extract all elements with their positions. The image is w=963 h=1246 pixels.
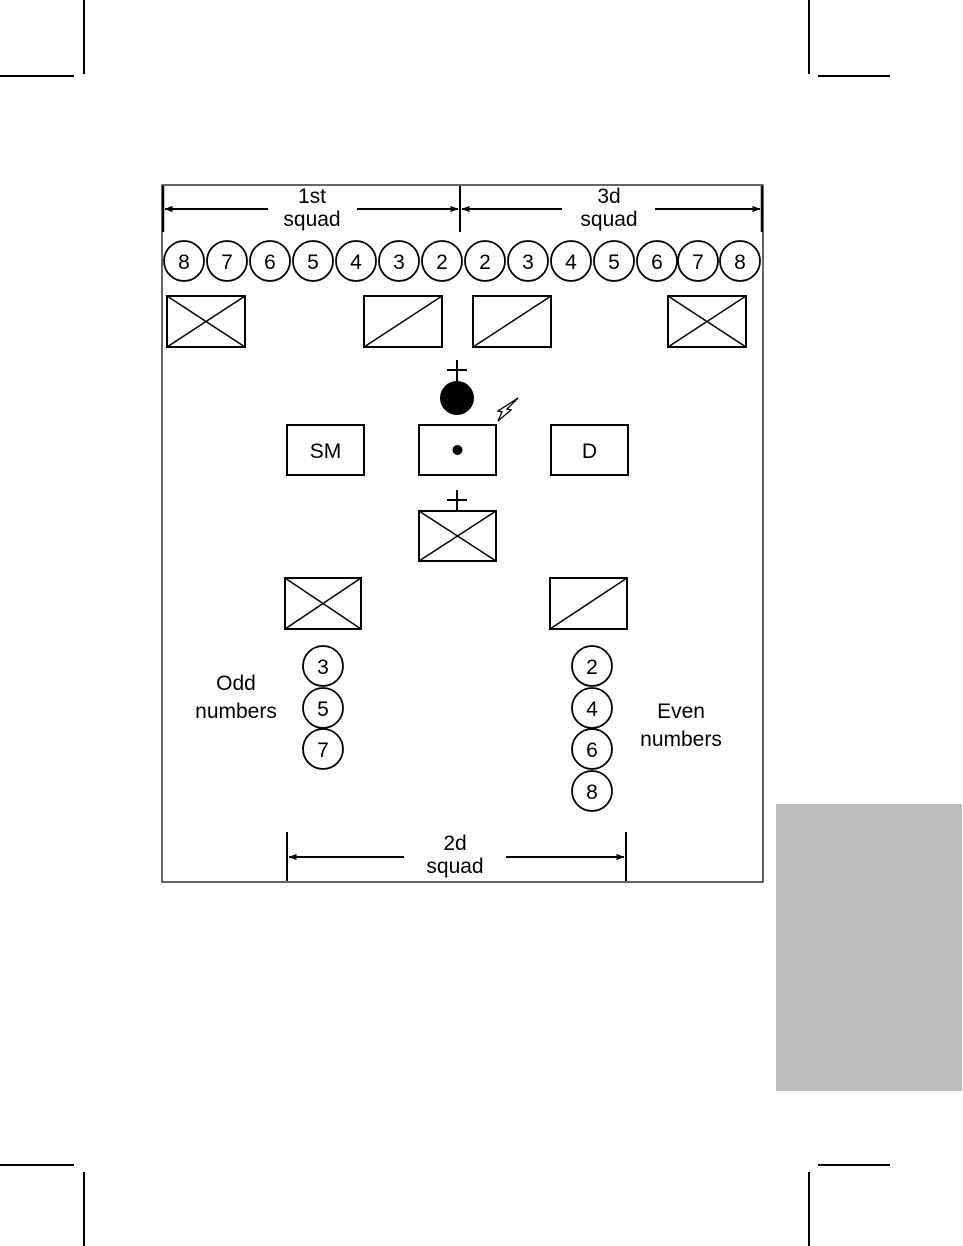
top-row-circle: 8 xyxy=(163,240,205,282)
svg-text:3: 3 xyxy=(393,251,405,274)
vehicle-cross-symbol xyxy=(166,295,246,348)
first-squad-span: 1st squad xyxy=(161,185,461,232)
svg-text:8: 8 xyxy=(178,251,190,274)
svg-text:5: 5 xyxy=(608,251,620,274)
odd-number-circle: 5 xyxy=(302,687,344,729)
svg-text:3: 3 xyxy=(522,251,534,274)
top-row-circle: 5 xyxy=(292,240,334,282)
d-label: D xyxy=(582,440,597,463)
even-numbers-column: 2 4 6 8 xyxy=(571,645,613,812)
svg-text:8: 8 xyxy=(586,781,598,804)
top-row-circle: 8 xyxy=(719,240,761,282)
svg-text:3: 3 xyxy=(317,656,329,679)
vehicle-cross-symbol xyxy=(667,295,747,348)
third-squad-label-line2: squad xyxy=(580,208,637,231)
top-row-circle: 3 xyxy=(378,240,420,282)
crop-mark-top-left-h xyxy=(0,75,74,77)
vehicle-slash-symbol xyxy=(363,295,443,348)
odd-numbers-column: 3 5 7 xyxy=(302,645,344,770)
vehicle-slash-symbol xyxy=(549,577,628,630)
svg-text:4: 4 xyxy=(586,698,598,721)
top-row-circle: 2 xyxy=(421,240,463,282)
svg-text:6: 6 xyxy=(586,739,598,762)
sm-label: SM xyxy=(310,440,342,463)
top-row-circle: 4 xyxy=(335,240,377,282)
svg-text:5: 5 xyxy=(307,251,319,274)
vehicle-cross-symbol xyxy=(284,577,362,630)
svg-text:7: 7 xyxy=(221,251,233,274)
crop-mark-bottom-right-h xyxy=(818,1164,890,1166)
center-vehicle-with-cross xyxy=(418,490,497,562)
radio-lightning-icon xyxy=(496,397,519,422)
even-numbers-label-line2: numbers xyxy=(640,728,722,751)
even-number-circle: 8 xyxy=(571,770,613,812)
second-squad-span: 2d squad xyxy=(286,832,627,881)
second-squad-label-line1: 2d xyxy=(443,832,466,855)
top-row-circle: 3 xyxy=(507,240,549,282)
crop-mark-bottom-right-v xyxy=(808,1172,810,1246)
svg-text:2: 2 xyxy=(436,251,448,274)
vehicle-slash-symbol xyxy=(472,295,552,348)
second-squad-label-line2: squad xyxy=(426,855,483,878)
even-numbers-label-line1: Even xyxy=(657,700,705,723)
sm-box: SM xyxy=(286,424,365,476)
odd-numbers-label-line2: numbers xyxy=(195,700,277,723)
diagram-frame xyxy=(161,184,764,883)
even-number-circle: 4 xyxy=(571,687,613,729)
d-box: D xyxy=(550,424,629,476)
even-number-circle: 6 xyxy=(571,728,613,770)
svg-text:7: 7 xyxy=(317,739,329,762)
svg-text:5: 5 xyxy=(317,698,329,721)
crop-mark-bottom-left-h xyxy=(0,1164,74,1166)
crop-mark-top-right-h xyxy=(818,75,890,77)
even-number-circle: 2 xyxy=(571,645,613,687)
leader-dot-with-cross xyxy=(440,360,474,415)
svg-text:6: 6 xyxy=(264,251,276,274)
top-row-circles: 8 7 6 5 4 3 2 2 3 4 5 6 7 8 xyxy=(163,240,761,282)
svg-text:4: 4 xyxy=(565,251,577,274)
third-squad-span: 3d squad xyxy=(461,185,764,232)
crop-mark-top-left-v xyxy=(83,0,85,74)
svg-text:2: 2 xyxy=(479,251,491,274)
top-row-circle: 5 xyxy=(593,240,635,282)
svg-text:7: 7 xyxy=(692,251,704,274)
third-squad-label-line1: 3d xyxy=(597,185,620,208)
svg-text:2: 2 xyxy=(586,656,598,679)
top-row-circle: 7 xyxy=(677,240,719,282)
top-row-circle: 6 xyxy=(249,240,291,282)
crop-mark-bottom-left-v xyxy=(83,1172,85,1246)
svg-text:8: 8 xyxy=(734,251,746,274)
page-edge-tab xyxy=(776,804,962,1091)
command-box xyxy=(418,424,497,476)
svg-text:4: 4 xyxy=(350,251,362,274)
top-row-circle: 2 xyxy=(464,240,506,282)
crop-mark-top-right-v xyxy=(808,0,810,74)
first-squad-label-line2: squad xyxy=(283,208,340,231)
top-row-circle: 6 xyxy=(636,240,678,282)
odd-number-circle: 7 xyxy=(302,728,344,770)
odd-numbers-label-line1: Odd xyxy=(216,672,256,695)
top-row-circle: 7 xyxy=(206,240,248,282)
top-row-circle: 4 xyxy=(550,240,592,282)
odd-number-circle: 3 xyxy=(302,645,344,687)
svg-text:6: 6 xyxy=(651,251,663,274)
first-squad-label-line1: 1st xyxy=(298,185,326,208)
